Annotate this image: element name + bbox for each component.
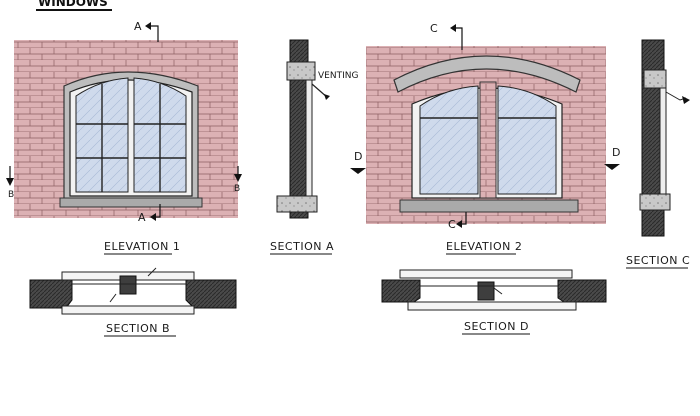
section-d: SECTION D — [381, 269, 607, 335]
section-c-vent-arrow — [682, 96, 690, 104]
section-d-sill-line — [407, 301, 577, 311]
section-marker-c-bottom: C — [448, 212, 467, 231]
section-d-swing — [493, 287, 503, 295]
section-c-lintel — [643, 69, 667, 89]
elevation-2-sill — [399, 199, 579, 213]
marker-c-top-label: C — [430, 22, 438, 35]
section-d-head — [399, 269, 573, 279]
section-b-swing-left — [109, 293, 117, 303]
section-c-frame — [659, 87, 667, 195]
section-b-left-wall — [29, 279, 73, 309]
section-a-lintel — [286, 61, 316, 81]
section-c-title: SECTION C — [626, 254, 690, 267]
section-c-sill — [639, 193, 671, 211]
section-marker-a-top: A — [134, 20, 159, 42]
marker-d-right-label: D — [612, 146, 621, 159]
section-marker-c-top: C — [430, 22, 463, 50]
section-a-vent-arrow — [324, 94, 330, 100]
section-b-swing-right — [147, 267, 157, 277]
elevation-2-left-sash — [419, 85, 479, 195]
elevation-2-title: ELEVATION 2 — [446, 240, 522, 253]
section-c: SECTION C — [626, 39, 690, 269]
elevation-2-arch-lintel — [393, 55, 581, 93]
section-b-mullion — [119, 275, 137, 295]
section-a: VENTING SECTION A — [270, 39, 358, 255]
marker-a-bottom-label: A — [138, 211, 146, 224]
section-d-title: SECTION D — [464, 320, 529, 333]
section-marker-b-right: B — [234, 166, 242, 194]
elevation-2: C C D D ELEVATION 2 — [350, 22, 621, 255]
marker-c-bottom-label: C — [448, 218, 456, 231]
elevation-1: A A B B ELEVATION 1 — [6, 20, 242, 255]
section-d-pier — [477, 281, 495, 301]
sheet-title-text: WINDOWS — [38, 0, 108, 9]
section-b-right-wall — [185, 279, 237, 309]
elevation-2-pier — [479, 81, 497, 199]
section-marker-a-bottom: A — [138, 204, 161, 224]
elevation-1-title: ELEVATION 1 — [104, 240, 180, 253]
elevation-2-right-sash — [497, 85, 557, 195]
marker-b-right-label: B — [234, 184, 240, 194]
marker-d-left-label: D — [354, 150, 363, 163]
sheet-title: WINDOWS — [36, 0, 112, 11]
section-a-sill — [276, 195, 318, 213]
section-b-sill-line — [61, 305, 195, 315]
section-b: SECTION B — [29, 267, 237, 337]
section-marker-b-left: B — [6, 166, 14, 200]
section-marker-d-right: D — [604, 146, 621, 170]
section-a-venting-note: VENTING — [318, 71, 358, 81]
section-d-left-wall — [381, 279, 421, 303]
section-a-title: SECTION A — [270, 240, 334, 253]
elevation-1-sill — [59, 197, 203, 208]
section-b-title: SECTION B — [106, 322, 170, 335]
section-marker-d-left: D — [350, 150, 366, 174]
section-a-frame — [305, 79, 313, 197]
marker-a-top-label: A — [134, 20, 142, 33]
elevation-1-glazing-bars — [76, 84, 186, 192]
marker-b-left-label: B — [8, 190, 14, 200]
section-d-right-wall — [557, 279, 607, 303]
